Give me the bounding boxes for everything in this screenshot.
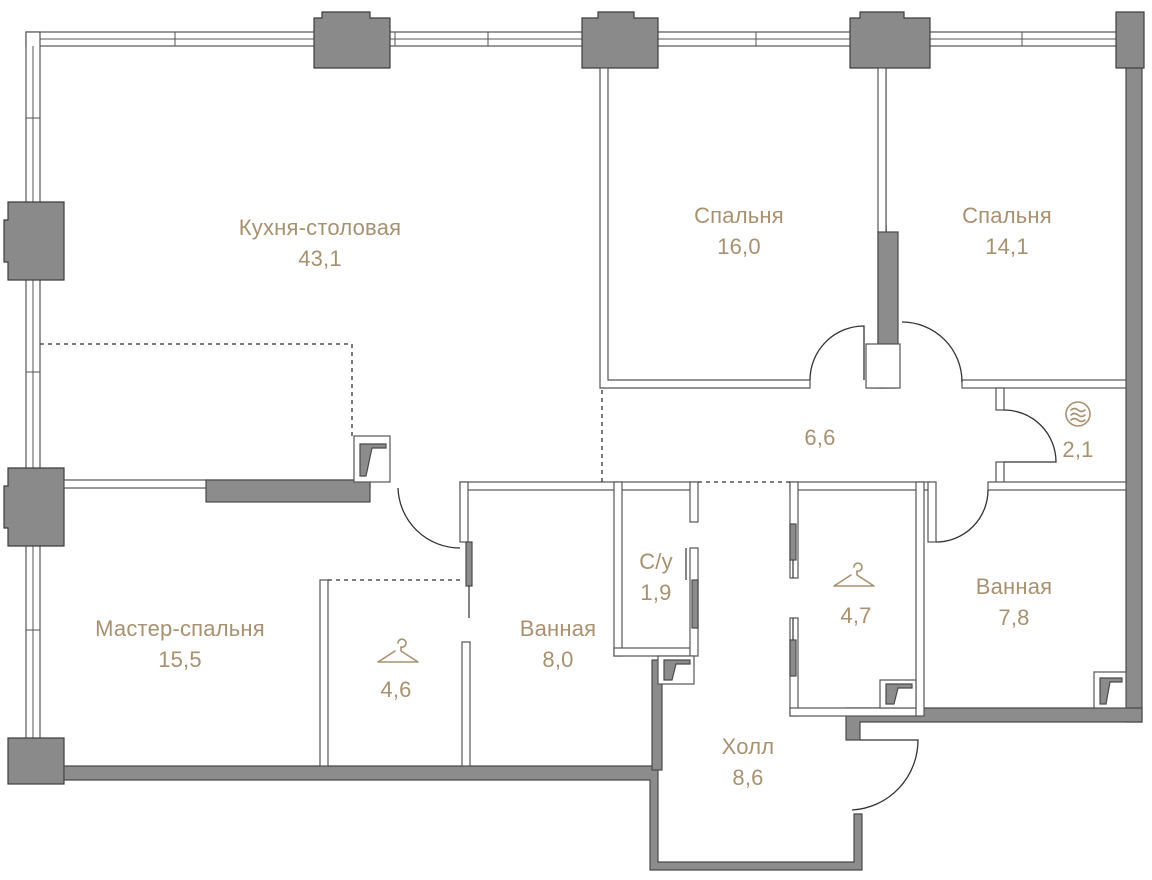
bathroom-2-shaft-fill (1099, 677, 1123, 705)
door-laundry[interactable] (1003, 409, 1057, 463)
room-area: 4,6 (380, 677, 412, 702)
door-bedroom-1[interactable] (809, 325, 865, 381)
bedroom-2-bottom-wall (961, 379, 1127, 389)
wardrobe-2-top-wall (789, 481, 931, 491)
top-pillar-2 (581, 11, 659, 69)
wardrobe-2-shaft-fill (885, 683, 913, 705)
laundry-icon (1065, 401, 1091, 427)
hanger-icon (377, 638, 419, 663)
room-name: Спальня (694, 203, 784, 228)
right-corner-pillar (1115, 11, 1145, 69)
door-kitchen[interactable] (397, 487, 461, 549)
sliding-door-1 (465, 541, 473, 587)
toilet-left-wall (613, 481, 623, 657)
dashed-zone-kitchen (40, 343, 353, 436)
toilet-right-wall (689, 481, 699, 523)
sliding-door-3 (789, 523, 797, 561)
room-name: Холл (721, 734, 775, 759)
room-name: Ванная (975, 574, 1053, 599)
wardrobe-2-right-wall (915, 481, 925, 717)
room-label-toilet: С/у 1,9 (639, 546, 673, 608)
toilet-bottom-wall (613, 647, 695, 657)
left-pillar-1 (3, 201, 65, 281)
bathroom-2-top-wall (987, 481, 1127, 491)
kitchen-bottom-wall-solid (205, 479, 371, 503)
door-bathroom-2[interactable] (935, 489, 989, 543)
left-bottom-pillar (7, 737, 65, 785)
hall-left-wall (651, 659, 663, 771)
room-area: 6,6 (804, 425, 836, 450)
bottom-exterior-wall (63, 765, 863, 871)
toilet-shaft-fill (663, 659, 691, 681)
room-label-bedroom-2: Спальня 14,1 (962, 200, 1052, 262)
top-pillar-1 (313, 11, 391, 69)
room-area: 4,7 (840, 603, 872, 628)
left-pillar-2 (3, 467, 65, 547)
wardrobe-1-left-wall (319, 579, 329, 767)
door-bedroom-2[interactable] (901, 321, 963, 383)
corridor-stub (865, 343, 901, 389)
room-label-bathroom-2: Ванная 7,8 (976, 571, 1053, 633)
door-entrance[interactable] (851, 739, 919, 811)
kitchen-shaft-fill (359, 443, 387, 477)
room-area: 8,6 (732, 765, 764, 790)
room-label-laundry: 2,1 (1062, 434, 1093, 465)
room-label-wardrobe-2: 4,7 (840, 600, 871, 631)
room-area: 1,9 (640, 580, 672, 605)
sliding-door-4 (789, 639, 797, 677)
top-window-wall (25, 31, 1127, 47)
room-label-corridor: 6,6 (804, 422, 835, 453)
room-name: Мастер-спальня (95, 616, 265, 641)
left-window-wall (25, 31, 41, 769)
bathroom-1-top-wall (459, 481, 697, 491)
room-label-wardrobe-1: 4,6 (380, 674, 411, 705)
bathroom-2-left-wall (927, 481, 937, 543)
room-area: 2,1 (1062, 437, 1094, 462)
hanger-icon (833, 562, 875, 587)
room-area: 15,5 (158, 647, 202, 672)
right-exterior-wall (1125, 59, 1143, 723)
room-area: 43,1 (298, 246, 342, 271)
room-name: Ванная (519, 616, 597, 641)
wardrobe-2-bottom-wall (789, 707, 921, 717)
top-pillar-3 (849, 11, 931, 69)
sliding-door-2 (691, 579, 699, 629)
bedroom-divider-solid (877, 231, 899, 345)
room-name: Кухня-столовая (238, 215, 402, 240)
room-label-kitchen: Кухня-столовая 43,1 (239, 212, 402, 274)
room-label-master-bedroom: Мастер-спальня 15,5 (95, 613, 265, 675)
wardrobe-1-right-wall-top (459, 481, 469, 543)
room-label-bedroom-1: Спальня 16,0 (694, 200, 784, 262)
room-area: 14,1 (985, 234, 1029, 259)
laundry-wall (995, 387, 1005, 485)
room-name: С/у (639, 549, 673, 574)
wardrobe-1-right-wall-bottom (461, 641, 471, 767)
room-label-hall: Холл 8,6 (722, 731, 775, 793)
room-label-bathroom-1: Ванная 8,0 (520, 613, 597, 675)
room-name: Спальня (962, 203, 1052, 228)
room-area: 16,0 (717, 234, 761, 259)
room-area: 7,8 (998, 605, 1030, 630)
room-area: 8,0 (542, 647, 574, 672)
